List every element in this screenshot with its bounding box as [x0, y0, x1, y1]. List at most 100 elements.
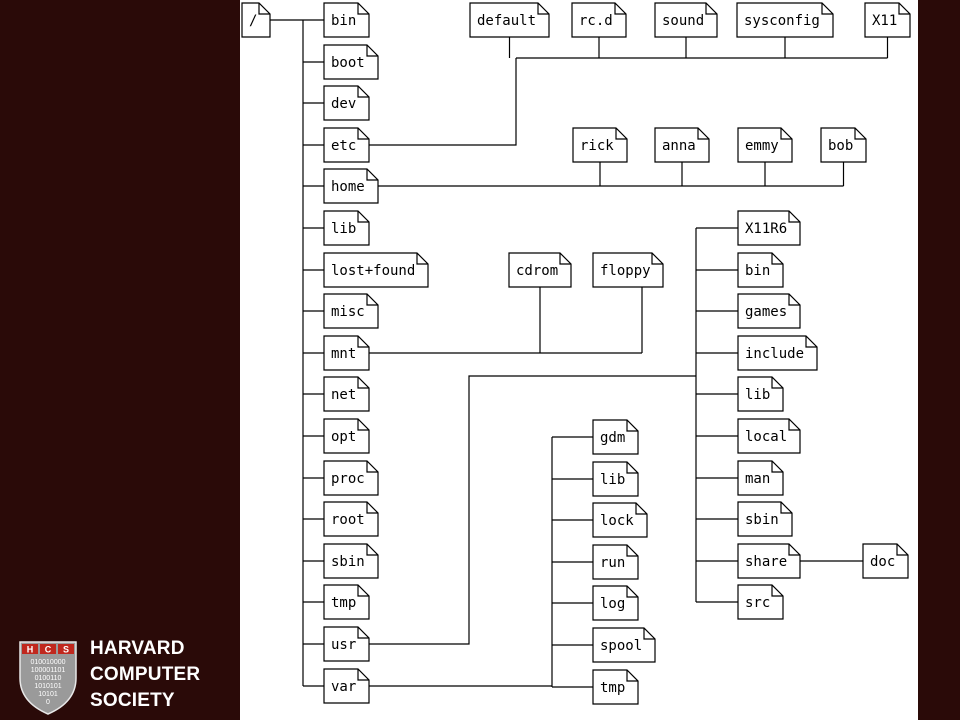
folder-node[interactable]: sbin: [323, 543, 379, 579]
folder-node[interactable]: lib: [323, 210, 370, 246]
folder-node[interactable]: log: [592, 585, 639, 621]
folder-label: mnt: [331, 346, 356, 362]
folder-node[interactable]: lock: [592, 502, 648, 538]
folder-label: /: [249, 13, 257, 29]
folder-node[interactable]: tmp: [592, 669, 639, 705]
folder-node[interactable]: mnt: [323, 335, 370, 371]
folder-node[interactable]: floppy: [592, 252, 664, 288]
shield-bits: 0100110: [35, 675, 62, 682]
folder-node[interactable]: include: [737, 335, 818, 371]
folder-node[interactable]: dev: [323, 85, 370, 121]
folder-label: bob: [828, 138, 853, 154]
folder-node[interactable]: man: [737, 460, 784, 496]
folder-label: opt: [331, 429, 356, 445]
folder-label: etc: [331, 138, 356, 154]
hcs-logo: H C S 010010000 100001101 0100110 101010…: [14, 632, 234, 720]
shield-bits: 100001101: [31, 667, 66, 674]
folder-node[interactable]: lib: [737, 376, 784, 412]
folder-node[interactable]: sound: [654, 2, 718, 38]
shield-bits: 1010101: [34, 683, 61, 690]
folder-label: sbin: [745, 512, 779, 528]
folder-label: man: [745, 471, 770, 487]
folder-label: floppy: [600, 263, 651, 279]
folder-node[interactable]: cdrom: [508, 252, 572, 288]
folder-node[interactable]: tmp: [323, 584, 370, 620]
folder-node[interactable]: /: [241, 2, 271, 38]
folder-label: sbin: [331, 554, 365, 570]
folder-node[interactable]: spool: [592, 627, 656, 663]
folder-node[interactable]: emmy: [737, 127, 793, 163]
folder-label: bin: [745, 263, 770, 279]
folder-node[interactable]: boot: [323, 44, 379, 80]
folder-label: doc: [870, 554, 895, 570]
logo-line: HARVARD: [90, 638, 185, 659]
folder-label: tmp: [331, 595, 356, 611]
folder-label: log: [600, 596, 625, 612]
tree-nodes: / bin boot dev etc home lib lost+found misc mnt ne…: [241, 2, 911, 705]
folder-node[interactable]: lib: [592, 461, 639, 497]
folder-label: dev: [331, 96, 356, 112]
folder-node[interactable]: opt: [323, 418, 370, 454]
tree-edges: [270, 19, 889, 688]
folder-label: lost+found: [331, 263, 415, 279]
folder-node[interactable]: X11R6: [737, 210, 801, 246]
folder-label: boot: [331, 55, 365, 71]
folder-label: root: [331, 512, 365, 528]
folder-node[interactable]: bin: [737, 252, 784, 288]
folder-label: share: [745, 554, 787, 570]
folder-label: games: [745, 304, 787, 320]
folder-label: lib: [600, 472, 625, 488]
folder-label: X11R6: [745, 221, 787, 237]
folder-label: run: [600, 555, 625, 571]
folder-label: usr: [331, 637, 356, 653]
folder-node[interactable]: sysconfig: [736, 2, 834, 38]
folder-label: sysconfig: [744, 13, 820, 29]
folder-node[interactable]: bin: [323, 2, 370, 38]
shield-letter: S: [63, 645, 69, 655]
folder-label: X11: [872, 13, 897, 29]
folder-label: lib: [331, 221, 356, 237]
folder-node[interactable]: etc: [323, 127, 370, 163]
folder-node[interactable]: X11: [864, 2, 911, 38]
shield-bits: 10101: [38, 691, 58, 698]
folder-node[interactable]: bob: [820, 127, 867, 163]
shield-bits: 0: [46, 699, 50, 706]
folder-label: rc.d: [579, 13, 613, 29]
folder-node[interactable]: misc: [323, 293, 379, 329]
folder-node[interactable]: var: [323, 668, 370, 704]
folder-node[interactable]: gdm: [592, 419, 639, 455]
folder-label: lib: [745, 387, 770, 403]
folder-node[interactable]: default: [469, 2, 550, 38]
folder-node[interactable]: root: [323, 501, 379, 537]
folder-node[interactable]: src: [737, 584, 784, 620]
shield-bits: 010010000: [30, 659, 65, 666]
folder-label: home: [331, 179, 365, 195]
folder-node[interactable]: net: [323, 376, 370, 412]
folder-label: anna: [662, 138, 696, 154]
folder-node[interactable]: home: [323, 168, 379, 204]
folder-node[interactable]: rick: [572, 127, 628, 163]
folder-node[interactable]: lost+found: [323, 252, 429, 288]
folder-node[interactable]: run: [592, 544, 639, 580]
folder-label: spool: [600, 638, 642, 654]
folder-node[interactable]: rc.d: [571, 2, 627, 38]
folder-node[interactable]: local: [737, 418, 801, 454]
folder-label: src: [745, 595, 770, 611]
folder-node[interactable]: proc: [323, 460, 379, 496]
folder-label: emmy: [745, 138, 779, 154]
folder-label: tmp: [600, 680, 625, 696]
folder-label: sound: [662, 13, 704, 29]
folder-label: lock: [600, 513, 634, 529]
folder-node[interactable]: usr: [323, 626, 370, 662]
folder-node[interactable]: share: [737, 543, 801, 579]
folder-label: net: [331, 387, 356, 403]
folder-label: gdm: [600, 430, 625, 446]
folder-node[interactable]: doc: [862, 543, 909, 579]
folder-label: local: [745, 429, 787, 445]
folder-node[interactable]: sbin: [737, 501, 793, 537]
folder-node[interactable]: games: [737, 293, 801, 329]
shield-letter: C: [45, 645, 52, 655]
folder-node[interactable]: anna: [654, 127, 710, 163]
hcs-shield-icon: H C S 010010000 100001101 0100110 101010…: [19, 641, 77, 715]
logo-line: COMPUTER: [90, 664, 201, 685]
